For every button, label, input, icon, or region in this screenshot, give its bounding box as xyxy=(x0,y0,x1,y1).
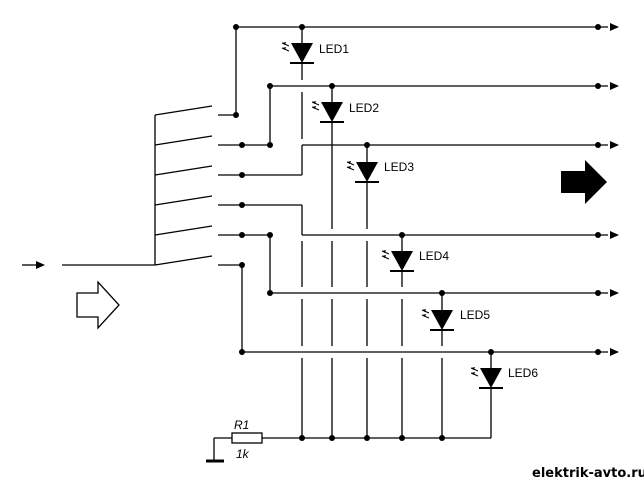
led-4: LED4 xyxy=(381,249,449,272)
led-3: LED3 xyxy=(346,160,414,183)
input-line xyxy=(22,261,155,269)
led-5: LED5 xyxy=(421,308,490,331)
watermark: elektrik-avto.ru xyxy=(532,466,644,481)
led-1: LED1 xyxy=(281,41,349,64)
led-6: LED6 xyxy=(470,366,538,389)
led-branches xyxy=(262,27,492,439)
led-2: LED2 xyxy=(311,100,379,123)
led-5-label: LED5 xyxy=(460,308,490,322)
led-4-label: LED4 xyxy=(419,249,449,263)
resistor-name: R1 xyxy=(234,418,249,432)
led-6-label: LED6 xyxy=(508,366,538,380)
resistor-value: 1k xyxy=(236,447,250,461)
led-3-label: LED3 xyxy=(384,160,414,174)
led-1-label: LED1 xyxy=(319,42,349,56)
output-rails xyxy=(235,23,619,356)
switch-bank xyxy=(154,105,302,266)
led-2-label: LED2 xyxy=(349,101,379,115)
resistor-r1: R1 1k xyxy=(213,418,263,461)
hollow-right-arrow-icon xyxy=(76,280,120,330)
filled-right-arrow-icon xyxy=(561,160,607,204)
junction-dots xyxy=(233,24,601,441)
